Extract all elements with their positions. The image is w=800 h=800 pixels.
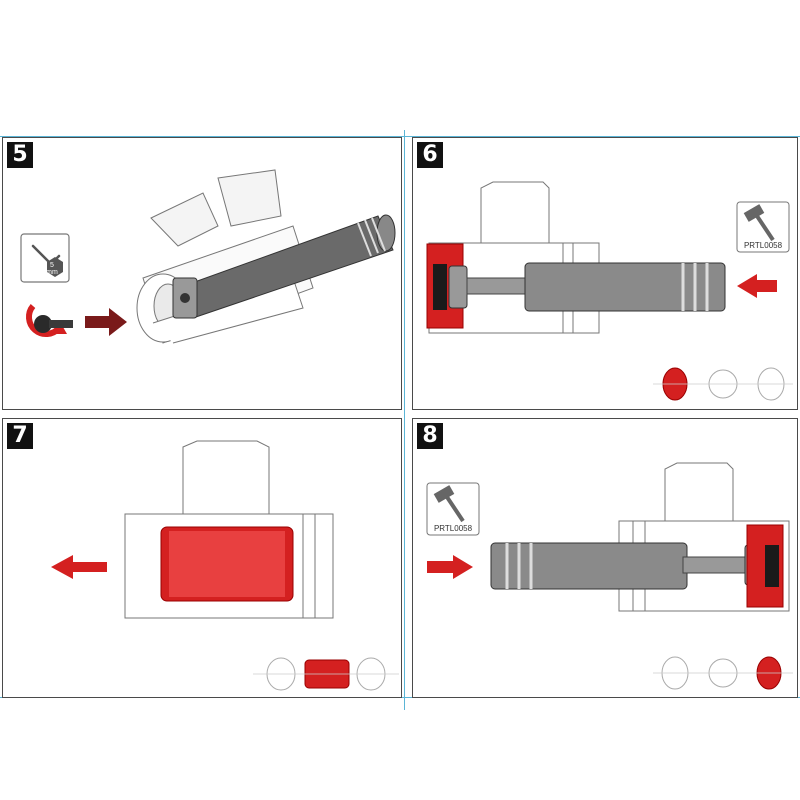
step-7-panel: 7 xyxy=(2,418,402,698)
bearing-cup-icon xyxy=(253,657,399,691)
bearing-cup-icon xyxy=(653,656,793,690)
axle-press-tool xyxy=(172,214,396,319)
axle-press-tool xyxy=(448,262,726,312)
step-6-illustration: PRTL0058 xyxy=(426,181,793,401)
step-8-panel: 8 PRTL0058 xyxy=(412,418,798,698)
red-bearing-cup xyxy=(160,526,294,602)
step-5-panel: 5 5 mm xyxy=(2,137,402,410)
hex-key-size: 5 xyxy=(50,262,54,269)
step-number-badge: 8 xyxy=(417,423,443,449)
step-number-badge: 5 xyxy=(7,142,33,168)
hammer-tool-icon: PRTL0058 xyxy=(736,201,790,253)
tool-code-label: PRTL0058 xyxy=(744,241,783,250)
step-5-illustration: 5 mm xyxy=(20,169,396,344)
step-7-illustration xyxy=(51,440,399,691)
direction-arrow-icon xyxy=(737,274,777,298)
direction-arrow-icon xyxy=(85,308,127,336)
step-8-illustration: PRTL0058 xyxy=(426,462,793,690)
rotate-arrow-icon xyxy=(26,304,73,337)
hammer-tool-icon: PRTL0058 xyxy=(426,482,480,536)
direction-arrow-icon xyxy=(51,555,107,579)
left-guide-line xyxy=(404,130,405,710)
step-number-badge: 6 xyxy=(417,142,443,168)
top-guide-line xyxy=(0,136,800,137)
hex-key-unit: mm xyxy=(46,269,58,276)
hex-key-icon: 5 mm xyxy=(20,233,70,283)
step-6-panel: 6 PRTL0058 xyxy=(412,137,798,410)
direction-arrow-icon xyxy=(427,555,473,579)
red-bearing-cup xyxy=(746,524,784,608)
step-number-badge: 7 xyxy=(7,423,33,449)
bearing-cup-icon xyxy=(653,367,793,401)
tool-code-label: PRTL0058 xyxy=(434,524,473,533)
